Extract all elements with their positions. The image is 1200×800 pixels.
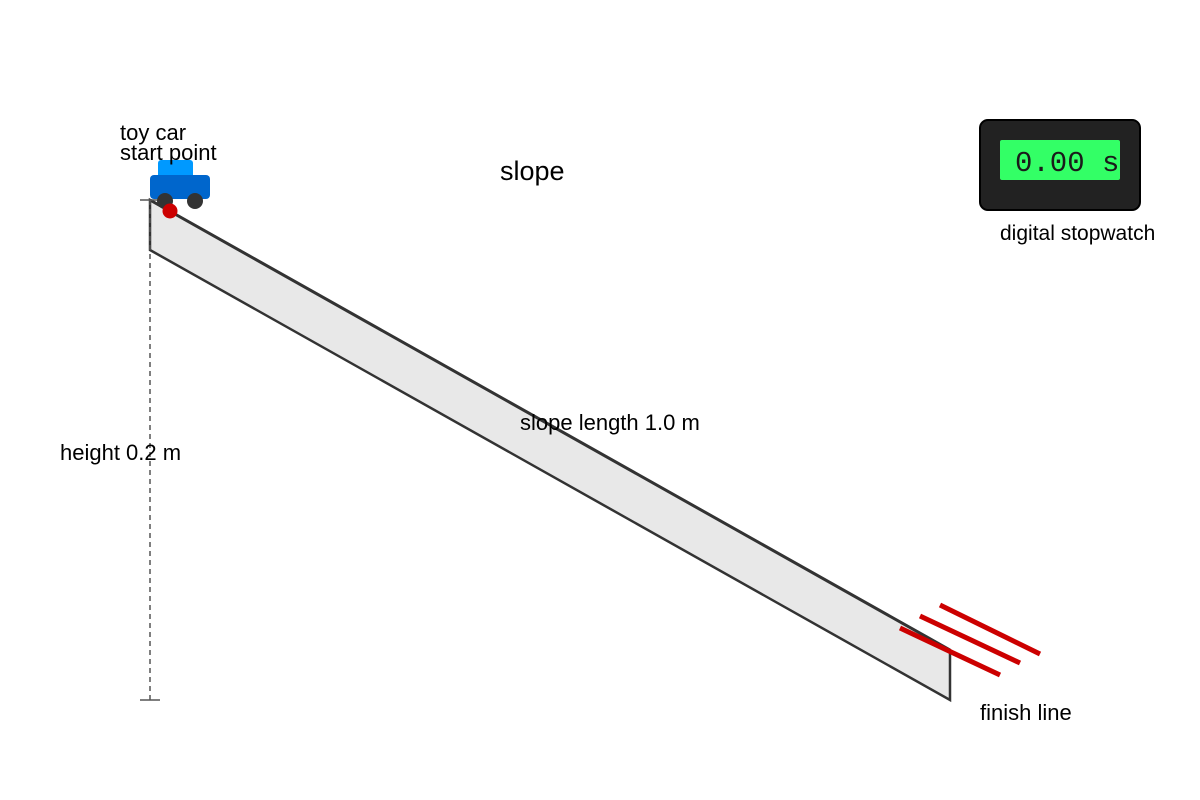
car-body (150, 175, 210, 199)
ramp (148, 197, 952, 703)
stopwatch-label: digital stopwatch (1000, 222, 1155, 245)
digital-stopwatch: 0.00 s (979, 119, 1141, 211)
car-front-wheel (187, 193, 203, 209)
toy-car-label: toy car (120, 120, 186, 145)
finish-stripe (918, 613, 1022, 666)
stopwatch-reading: 0.00 s (1015, 147, 1119, 180)
slope-length-label: slope length 1.0 m (520, 410, 700, 435)
slope-label: slope (500, 156, 565, 186)
toy-car (150, 160, 210, 209)
finish-line-label: finish line (980, 700, 1072, 725)
start-point-marker (162, 203, 178, 219)
ramp-top-edge (149, 198, 951, 652)
stopwatch-display (1000, 140, 1120, 180)
height-label: height 0.2 m (60, 440, 181, 465)
finish-stripe (938, 602, 1042, 657)
finish-line-marker (898, 602, 1042, 678)
start-point-label: start point (120, 140, 217, 165)
finish-stripe (898, 625, 1002, 678)
